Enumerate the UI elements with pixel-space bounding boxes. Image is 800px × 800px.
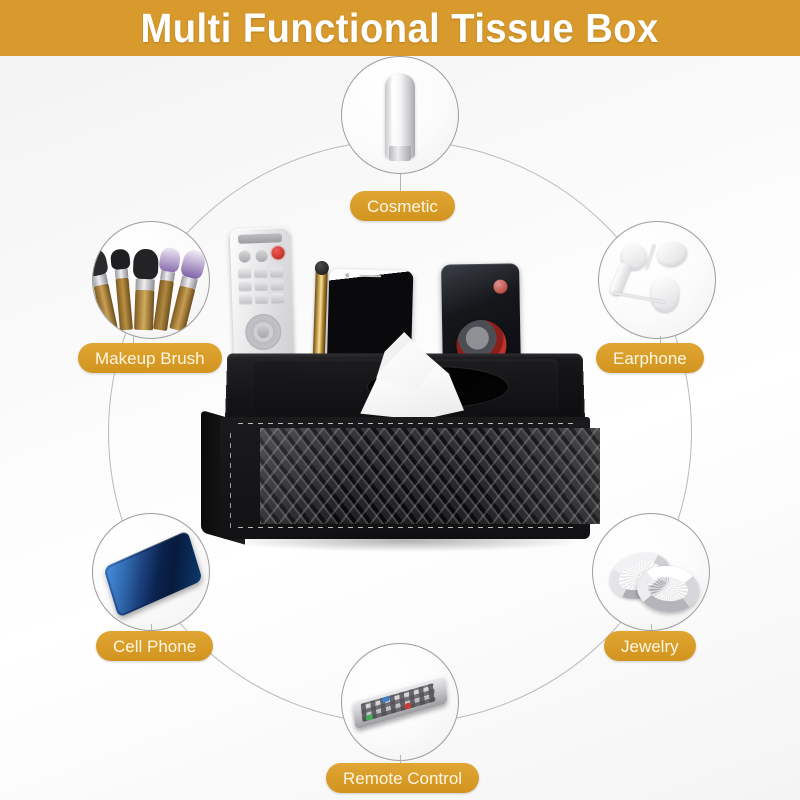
brush-handle xyxy=(134,289,155,331)
brush-ferrule xyxy=(114,268,129,279)
feature-badge-jewelry[interactable]: Jewelry xyxy=(604,631,696,661)
remote-round-key xyxy=(238,250,251,263)
box-front-stitching-top xyxy=(238,423,576,424)
box-corner-stitching xyxy=(230,433,231,529)
remote-dpad xyxy=(244,313,282,351)
remote-key xyxy=(254,293,269,304)
phone-speaker xyxy=(359,274,382,278)
feature-badge-makeup-brush[interactable]: Makeup Brush xyxy=(78,343,222,373)
remote-key xyxy=(254,267,268,278)
feature-bubble-earphone[interactable] xyxy=(598,221,716,339)
leather-highlight xyxy=(260,428,600,524)
feature-badge-label: Earphone xyxy=(613,348,687,368)
ring-sparkle xyxy=(646,574,690,604)
feature-bubble-makeup-brush[interactable] xyxy=(92,221,210,339)
phone-screen-glow xyxy=(105,532,201,616)
feature-badge-label: Jewelry xyxy=(621,636,679,656)
connector-tick-jewelry xyxy=(651,624,652,633)
remote-key xyxy=(270,267,284,277)
connector-tick-cosmetic xyxy=(400,174,401,191)
product-drop-shadow xyxy=(226,530,586,552)
title-banner: Multi Functional Tissue Box xyxy=(0,0,800,56)
jewelry-rings-icon-art xyxy=(593,514,709,630)
feature-badge-label: Cell Phone xyxy=(113,636,197,656)
brush-handle xyxy=(93,283,118,332)
brush-bristles xyxy=(132,248,159,280)
device-indicator xyxy=(493,279,508,294)
brush-bristles xyxy=(158,246,182,273)
tube-cap xyxy=(389,146,411,161)
tube-highlight xyxy=(391,80,396,140)
brush-handle xyxy=(169,285,196,332)
remote-key xyxy=(254,280,268,291)
remote-dpad-center xyxy=(257,325,270,339)
cell-phone-icon-art xyxy=(93,514,209,630)
cosmetic-tube-icon-art xyxy=(342,57,458,173)
feature-badge-label: Makeup Brush xyxy=(95,348,205,368)
cell-phone-icon xyxy=(103,530,203,618)
connector-tick-cell-phone xyxy=(151,624,152,633)
remote-key xyxy=(238,268,252,278)
feature-badge-earphone[interactable]: Earphone xyxy=(596,343,704,373)
earphone-icon-art xyxy=(599,222,715,338)
brush-bristles xyxy=(93,247,110,278)
remote-red-key xyxy=(404,701,412,710)
brush-bristles xyxy=(179,247,208,281)
brush-handle xyxy=(115,277,133,331)
remote-control-icon xyxy=(352,674,448,730)
feature-badge-remote-control[interactable]: Remote Control xyxy=(326,763,480,793)
remote-green-key xyxy=(365,714,374,722)
remote-key xyxy=(270,280,284,290)
pen-cap xyxy=(314,260,330,276)
brush-ferrule xyxy=(135,278,155,291)
connector-tick-earphone xyxy=(660,336,661,345)
remote-power-button xyxy=(271,246,285,260)
remote-key xyxy=(238,294,253,304)
feature-bubble-jewelry[interactable] xyxy=(592,513,710,631)
product-tissue-box xyxy=(196,212,616,582)
remote-key xyxy=(270,293,285,303)
earbud-right xyxy=(654,238,690,270)
phone-camera xyxy=(345,273,350,278)
feature-badge-label: Cosmetic xyxy=(367,196,438,216)
cosmetic-tube-icon xyxy=(385,74,415,161)
feature-badge-label: Remote Control xyxy=(343,768,463,788)
brush-bristles xyxy=(109,248,131,271)
remote-key xyxy=(238,281,252,291)
feature-bubble-cell-phone[interactable] xyxy=(92,513,210,631)
box-front-stitching-bottom xyxy=(238,527,576,528)
earbud-body xyxy=(651,278,679,312)
feature-badge-cell-phone[interactable]: Cell Phone xyxy=(96,631,214,661)
makeup-brush-icon-art xyxy=(93,222,209,338)
feature-bubble-cosmetic[interactable] xyxy=(341,56,459,174)
feature-badge-cosmetic[interactable]: Cosmetic xyxy=(350,191,455,221)
remote-control-icon-art xyxy=(342,644,458,760)
connector-tick-makeup-brush xyxy=(133,336,134,345)
page-title: Multi Functional Tissue Box xyxy=(140,4,660,51)
remote-control-in-slot xyxy=(229,226,295,365)
feature-bubble-remote-control[interactable] xyxy=(341,643,459,761)
remote-ir-window xyxy=(237,233,283,244)
remote-round-key xyxy=(255,249,268,263)
makeup-brush-icon xyxy=(109,248,133,331)
makeup-brush-icon xyxy=(132,248,159,331)
box-front-panel xyxy=(220,417,600,539)
connector-tick-remote-control xyxy=(400,755,401,764)
woven-leather-texture xyxy=(260,428,600,524)
